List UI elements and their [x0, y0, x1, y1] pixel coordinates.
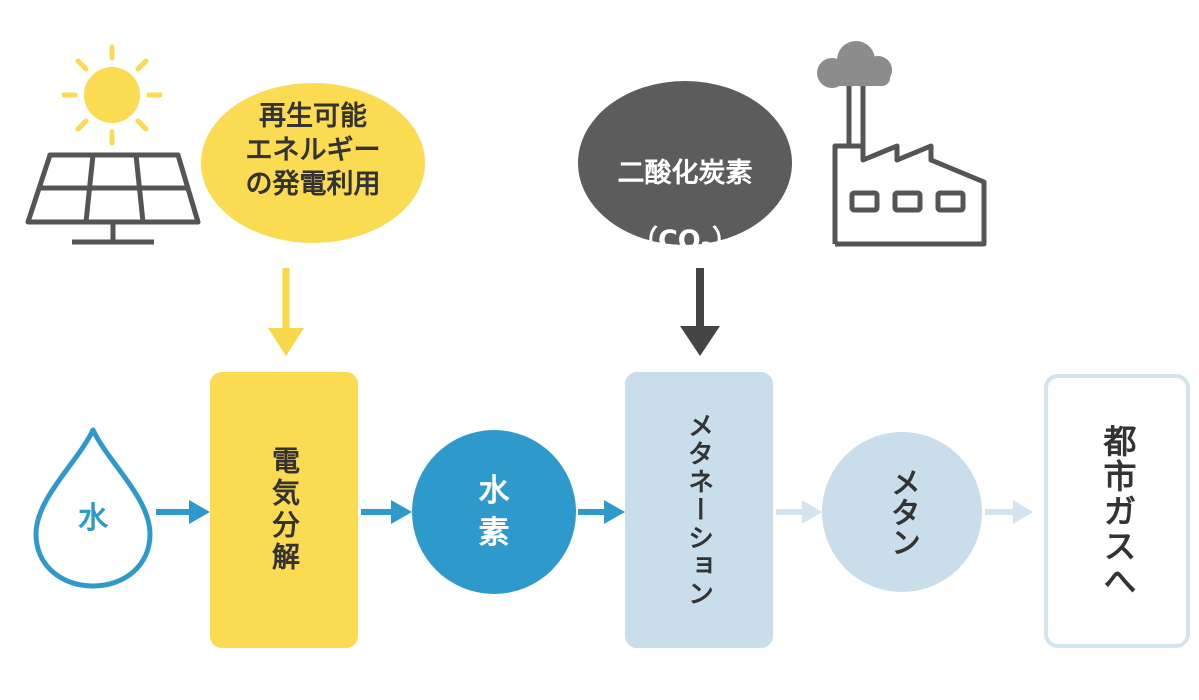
co2-name: 二酸化炭素	[617, 157, 753, 189]
co2-formula-end: ）	[712, 225, 740, 257]
co2-formula-main: （CO	[630, 225, 701, 257]
electrolysis-label: 電気分解	[268, 446, 301, 574]
renewable-bubble	[201, 83, 425, 243]
renewable-arrow	[268, 268, 304, 356]
methanation-label: メタネーション	[683, 412, 714, 608]
hydrogen-circle	[412, 430, 576, 594]
arrow-methane-to-city-gas	[985, 500, 1033, 524]
co2-formula: （CO2）	[630, 225, 740, 258]
electrolysis-box	[210, 372, 358, 648]
solar-panel-icon	[25, 152, 201, 245]
water-drop-icon	[33, 427, 153, 589]
arrow-water-to-electrolysis	[156, 500, 210, 524]
water-label: 水	[78, 501, 108, 536]
renewable-label: 再生可能 エネルギー の発電利用	[245, 101, 381, 200]
co2-arrow	[680, 268, 720, 356]
arrow-methanation-to-methane	[776, 500, 822, 524]
sun-icon	[61, 44, 163, 146]
methane-label: メタン	[885, 467, 920, 557]
smoke-cloud-icon	[817, 41, 892, 88]
methanation-box	[625, 372, 773, 648]
co2-label: 二酸化炭素 （CO2）	[585, 123, 785, 259]
hydrogen-label: 水 素	[478, 473, 510, 551]
city-gas-label: 都市ガスへ	[1098, 423, 1137, 599]
arrow-hydrogen-to-methanation	[578, 500, 625, 524]
city-gas-box	[1044, 374, 1190, 648]
methane-circle	[822, 432, 982, 592]
arrow-electrolysis-to-hydrogen	[361, 500, 412, 524]
factory-icon	[832, 86, 987, 247]
co2-formula-sub: 2	[700, 238, 713, 258]
co2-bubble	[578, 81, 792, 245]
